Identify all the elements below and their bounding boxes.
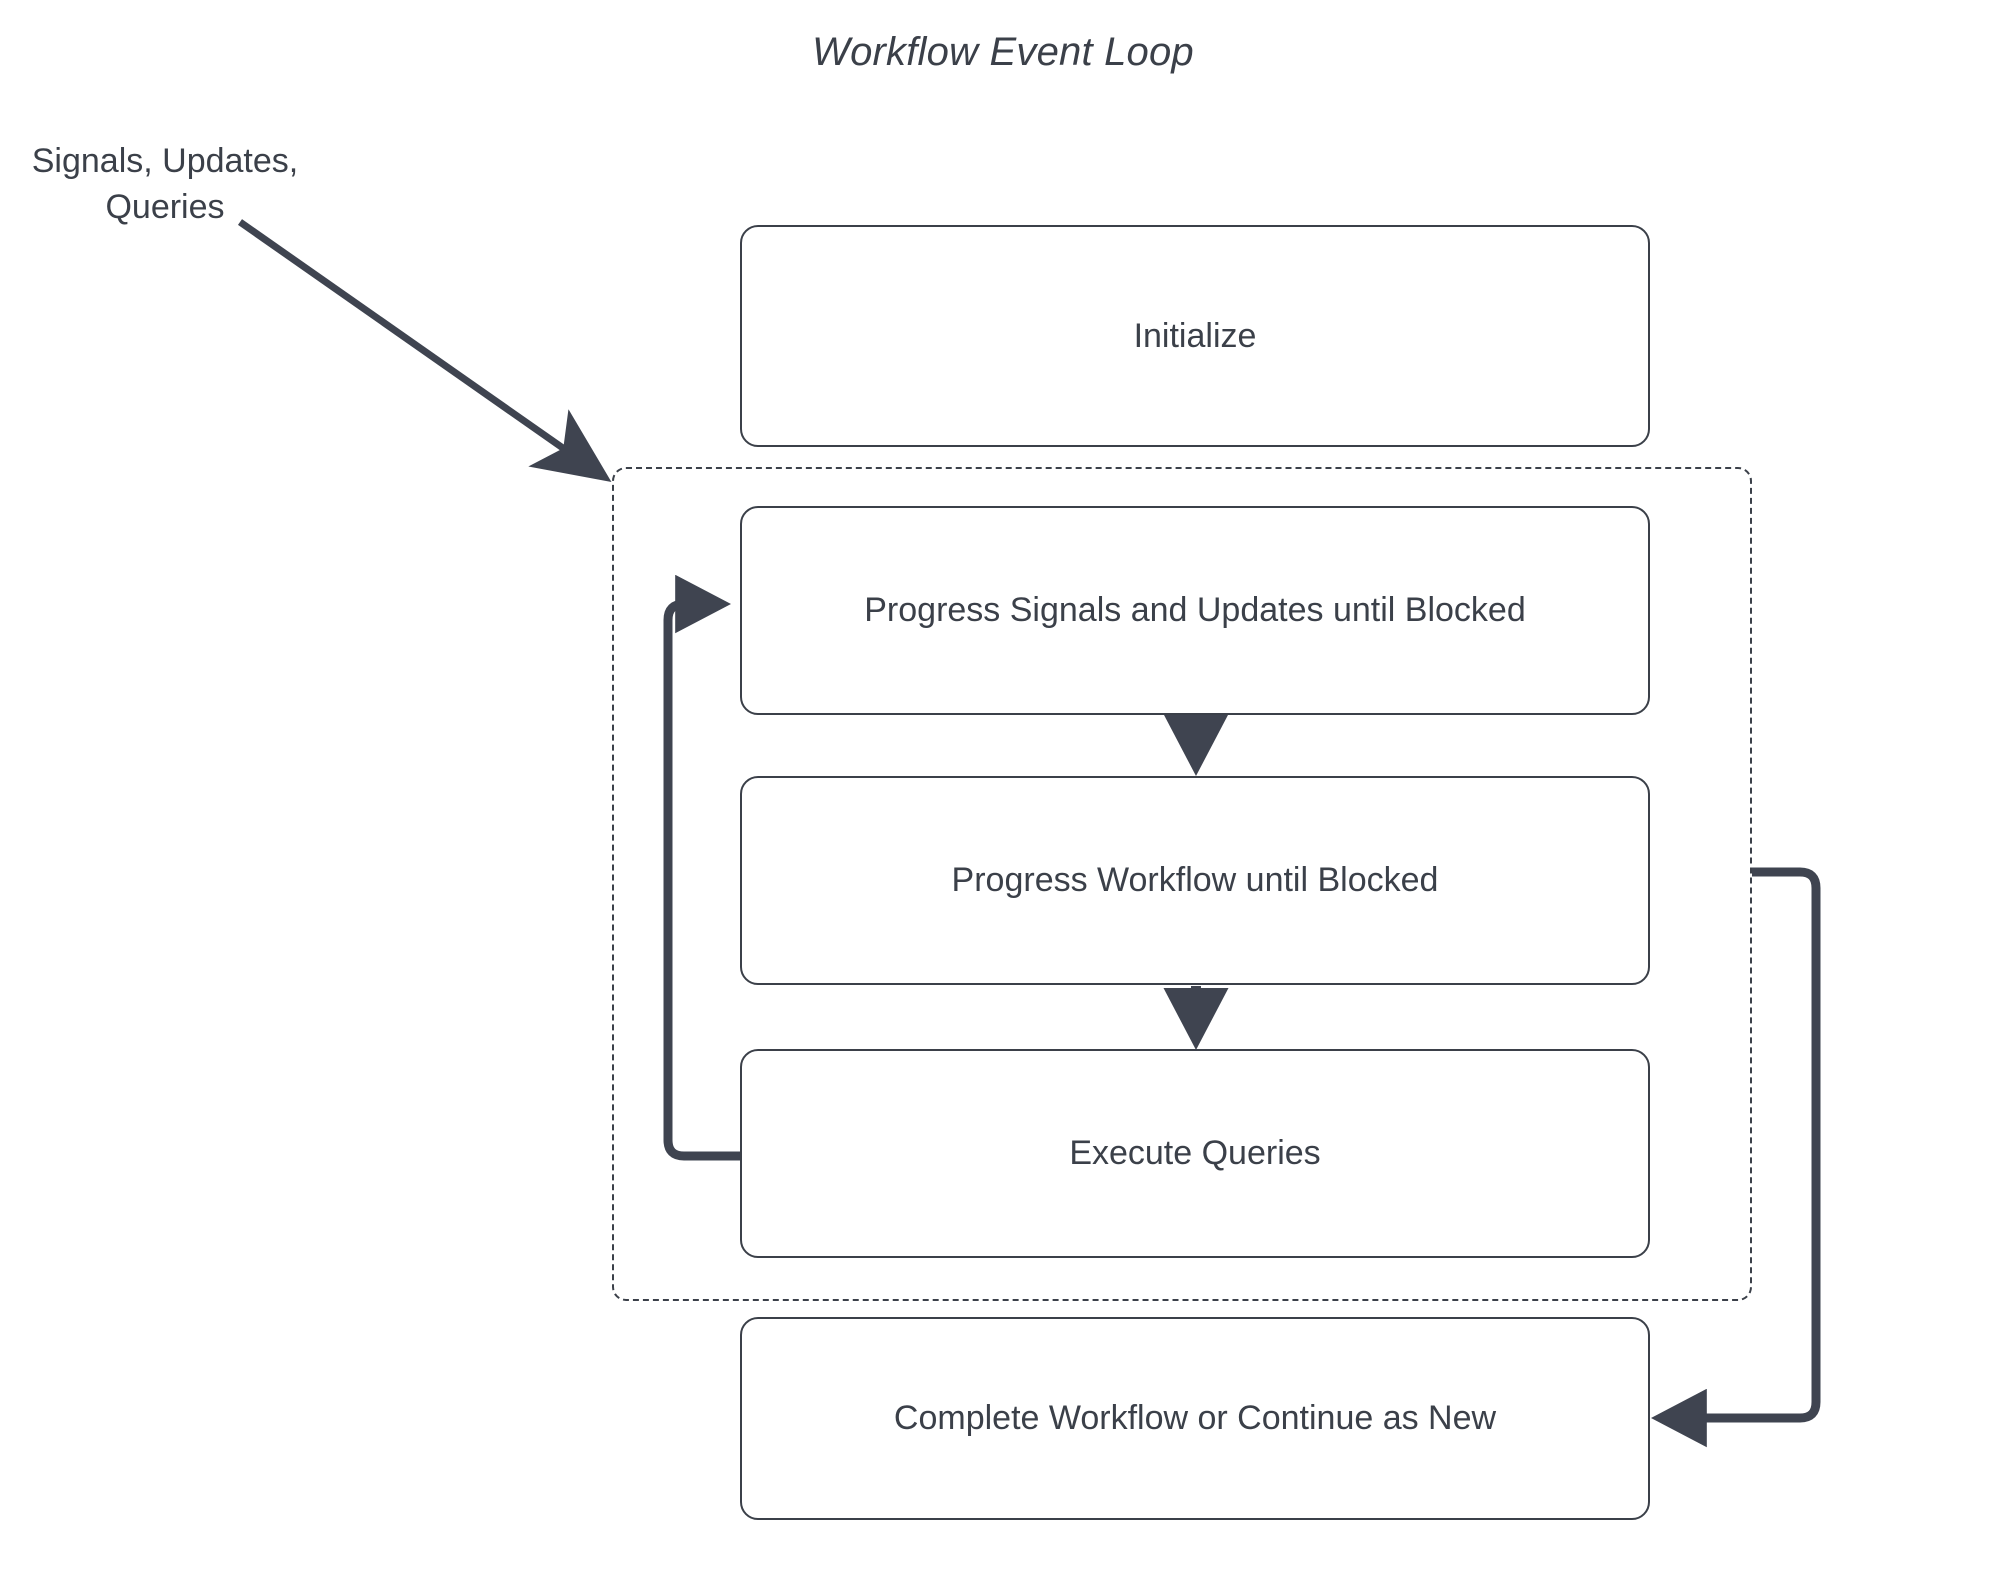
edge-signals-to-loop <box>237 219 612 483</box>
node-complete-workflow-label: Complete Workflow or Continue as New <box>893 1399 1497 1437</box>
node-execute-queries[interactable]: Execute Queries <box>740 1049 1650 1258</box>
node-initialize-label: Initialize <box>1133 316 1257 355</box>
page-title: Workflow Event Loop <box>812 30 1194 74</box>
node-progress-signals[interactable]: Progress Signals and Updates until Block… <box>740 506 1650 715</box>
external-input-label-line1: Signals, Updates, <box>31 142 299 180</box>
external-input-label-line2: Queries <box>105 188 225 226</box>
node-progress-signals-label: Progress Signals and Updates until Block… <box>864 591 1526 629</box>
node-initialize[interactable]: Initialize <box>740 225 1650 447</box>
edge-queries-loop-back <box>663 574 740 1161</box>
event-loop-group <box>612 467 1752 1301</box>
node-progress-workflow-label: Progress Workflow until Blocked <box>951 861 1439 899</box>
edge-loop-to-complete <box>1650 867 1821 1448</box>
external-input-label: Signals, Updates, Queries <box>20 138 310 230</box>
node-complete-workflow[interactable]: Complete Workflow or Continue as New <box>740 1317 1650 1520</box>
node-progress-workflow[interactable]: Progress Workflow until Blocked <box>740 776 1650 985</box>
node-execute-queries-label: Execute Queries <box>1069 1134 1321 1172</box>
